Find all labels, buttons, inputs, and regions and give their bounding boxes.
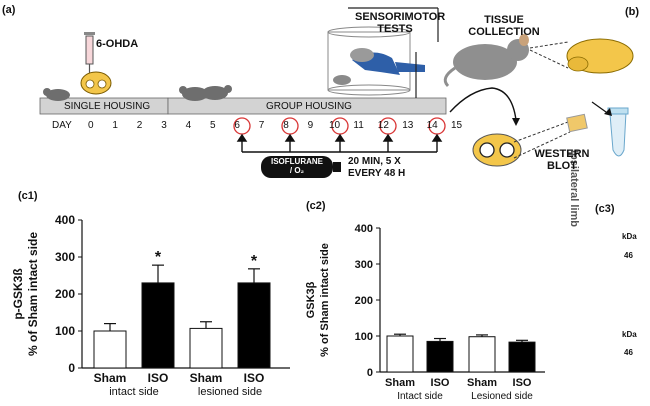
- bar-1: [141, 282, 175, 369]
- tissue-line-2: COLLECTION: [468, 26, 540, 38]
- y-tick-label-300: 300: [55, 250, 75, 264]
- day-2: 2: [136, 120, 143, 131]
- day-9: 9: [307, 120, 314, 131]
- schedule-line-1: 20 MIN, 5 X: [348, 156, 401, 167]
- timeline-diagram: [39, 7, 634, 178]
- day-14: 14: [426, 120, 438, 131]
- y-tick-label-400: 400: [55, 213, 75, 227]
- kda-value-2: 46: [624, 348, 633, 357]
- group-housing-label: GROUP HOUSING: [266, 101, 352, 112]
- y-tick-label-100: 100: [55, 324, 75, 338]
- day-13: 13: [402, 120, 414, 131]
- western-blot-label: WESTERN BLOT: [530, 148, 594, 172]
- isoflurane-label: ISOFLURANE / O₂: [264, 157, 330, 175]
- y-tick-label-200: 200: [355, 295, 373, 307]
- day-8: 8: [283, 120, 289, 131]
- y-tick-label-400: 400: [355, 223, 373, 235]
- tissue-line-1: TISSUE: [484, 14, 524, 26]
- bar-3: [508, 341, 536, 373]
- brain-slice-tissue-icon: [472, 133, 522, 167]
- tissue-collection-label: TISSUE COLLECTION: [462, 14, 546, 38]
- syringe-icon: [84, 32, 95, 74]
- y-axis-label-2: % of Sham intact side: [319, 243, 331, 357]
- brain-slice-icon: [80, 71, 112, 95]
- day-15: 15: [451, 120, 463, 131]
- treatment-arrows: [236, 133, 443, 153]
- day-5: 5: [210, 120, 216, 131]
- group-label-1: lesioned side: [198, 386, 262, 398]
- western-line-1: WESTERN: [534, 148, 590, 160]
- category-label-0: Sham: [385, 377, 415, 389]
- mouse-single-icon: [43, 88, 70, 101]
- day-7: 7: [258, 120, 265, 131]
- y-tick-label-0: 0: [367, 367, 373, 379]
- mouse-tissue-icon: [443, 34, 529, 88]
- bar-0: [93, 330, 127, 369]
- category-label-2: Sham: [190, 371, 223, 385]
- western-line-2: BLOT: [547, 160, 577, 172]
- kda-value-1: 46: [624, 251, 633, 260]
- mouse-group-icon: [179, 85, 232, 101]
- kda-label-2: kDa: [622, 330, 637, 339]
- y-axis-label-2: % of Sham intact side: [26, 232, 40, 356]
- day-6: 6: [234, 120, 240, 131]
- significance-1: *: [155, 249, 162, 266]
- group-label-0: intact side: [109, 386, 159, 398]
- panel-label-c2: (c2): [306, 200, 326, 212]
- category-label-2: Sham: [467, 377, 497, 389]
- bar-0: [386, 335, 414, 373]
- y-axis-label-1: GSK3β: [305, 281, 317, 318]
- day-0: 0: [88, 120, 94, 131]
- isoflurane-line-1: ISOFLURANE: [271, 157, 323, 166]
- day-3: 3: [161, 120, 167, 131]
- significance-3: *: [251, 253, 258, 270]
- y-tick-label-300: 300: [355, 259, 373, 271]
- day-1: 1: [112, 120, 118, 131]
- sensorimotor-label: SENSORIMOTOR TESTS: [355, 11, 446, 35]
- drug-label: 6-OHDA: [96, 38, 139, 50]
- day-10: 10: [329, 120, 341, 131]
- bar-3: [237, 282, 271, 369]
- sensorimotor-line-1: SENSORIMOTOR: [355, 11, 446, 23]
- panel-label-b: (b): [625, 6, 640, 18]
- y-axis-label-1: p-GSK3ß: [11, 268, 25, 319]
- chart-c1: 0 100 200 300 400 p-GSK3ß% of Sham intact sid…: [11, 213, 290, 398]
- bar-1: [426, 340, 454, 373]
- group-housing-bar: [167, 97, 447, 115]
- y-tick-label-200: 200: [55, 287, 75, 301]
- isoflurane-cylinder-icon: [261, 156, 341, 178]
- category-label-1: ISO: [431, 377, 450, 389]
- day-12: 12: [377, 120, 389, 131]
- schedule-line-2: EVERY 48 H: [348, 168, 406, 179]
- isoflurane-line-2: / O₂: [289, 166, 305, 175]
- category-label-3: ISO: [244, 371, 265, 385]
- sensorimotor-line-2: TESTS: [377, 23, 413, 35]
- group-label-0: Intact side: [397, 391, 443, 402]
- bar-2: [468, 336, 496, 373]
- day-11: 11: [353, 120, 364, 131]
- category-label-1: ISO: [148, 371, 169, 385]
- category-label-3: ISO: [513, 377, 532, 389]
- y-tick-label-0: 0: [68, 361, 75, 375]
- kda-label-1: kDa: [622, 232, 637, 241]
- cylinder-test-icon: [327, 26, 425, 96]
- panel-label-a: (a): [2, 4, 16, 16]
- panel-label-c3: (c3): [595, 203, 615, 215]
- day-label: DAY: [52, 120, 72, 131]
- panel-label-c1: (c1): [18, 190, 38, 202]
- bar-2: [189, 327, 223, 369]
- y-tick-label-100: 100: [355, 331, 373, 343]
- brain-whole-icon: [566, 38, 634, 74]
- day-4: 4: [185, 120, 192, 131]
- category-label-0: Sham: [94, 371, 127, 385]
- schedule-label: 20 MIN, 5 X EVERY 48 H: [348, 156, 405, 180]
- group-label-1: Lesioned side: [471, 391, 533, 402]
- single-housing-label: SINGLE HOUSING: [64, 101, 151, 112]
